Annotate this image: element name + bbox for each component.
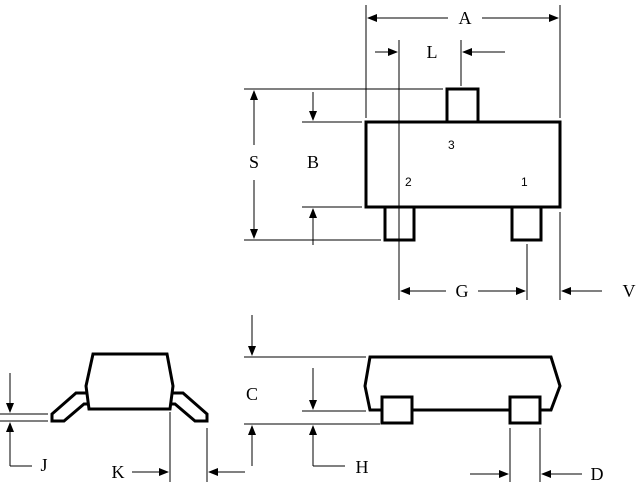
- dimension-d: D: [470, 464, 604, 484]
- top-view-body: [364, 120, 562, 209]
- pin-3-label: 3: [448, 138, 455, 152]
- top-view: 3 2 1 A L S: [244, 5, 636, 301]
- svg-text:G: G: [456, 281, 469, 301]
- end-view: J K: [0, 352, 245, 482]
- dimension-h: H: [309, 368, 369, 477]
- dimension-s: S: [249, 90, 259, 239]
- side-left-lead: [380, 395, 414, 425]
- svg-text:K: K: [112, 462, 125, 482]
- svg-text:L: L: [427, 42, 438, 62]
- dimension-a: A: [367, 8, 559, 28]
- svg-text:B: B: [307, 152, 319, 172]
- svg-text:D: D: [591, 464, 604, 484]
- svg-text:A: A: [459, 8, 472, 28]
- end-view-right-lead: [168, 391, 209, 423]
- end-view-left-lead: [50, 391, 91, 423]
- pin-3-lead: [445, 87, 480, 124]
- dimension-k: K: [112, 462, 245, 482]
- pin-1-lead: [510, 205, 543, 242]
- dimension-j: J: [5, 373, 48, 475]
- svg-text:V: V: [623, 281, 636, 301]
- svg-text:J: J: [40, 455, 47, 475]
- svg-text:S: S: [249, 152, 259, 172]
- dimension-v: V: [561, 281, 636, 301]
- svg-text:H: H: [356, 457, 369, 477]
- side-right-lead: [508, 395, 542, 425]
- pin-2-label: 2: [405, 175, 412, 189]
- pin-1-label: 1: [521, 175, 528, 189]
- dimension-c: C: [246, 315, 258, 466]
- dimension-g: G: [400, 281, 526, 301]
- svg-text:C: C: [246, 384, 258, 404]
- side-view: C H D: [244, 315, 604, 484]
- dimension-l: L: [375, 42, 505, 62]
- end-view-body: [84, 352, 175, 411]
- dimension-b: B: [307, 92, 319, 245]
